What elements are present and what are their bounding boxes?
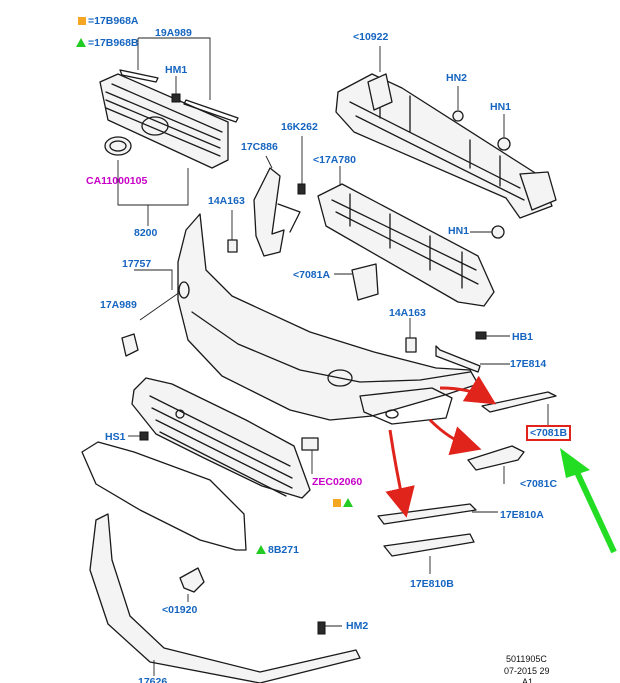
- green-arrow: [560, 448, 617, 554]
- label-8b271: 8B271: [256, 544, 299, 556]
- red-arrow-3: [385, 429, 415, 518]
- label-17626: 17626: [138, 676, 168, 683]
- label-10922: <10922: [353, 31, 389, 43]
- label-hm1: HM1: [165, 64, 188, 76]
- label-ca11000105: CA11000105: [86, 175, 148, 187]
- label-01920: <01920: [162, 604, 198, 616]
- label-17c886: 17C886: [241, 141, 278, 153]
- upper-grille-8200: [99, 69, 239, 169]
- lower-lip-17626: [89, 513, 361, 683]
- label-17a989: 17A989: [100, 299, 137, 311]
- zec02060-symbols: [333, 493, 355, 511]
- label-19a989: 19A989: [155, 27, 192, 39]
- bolt-16k262: [297, 136, 306, 195]
- label-14a163-b: 14A163: [389, 307, 426, 319]
- strip-17e810a: [377, 503, 498, 525]
- clip-hm2: [317, 621, 342, 635]
- drawing-revision: A1: [522, 677, 534, 683]
- grille-insert-7081c: [467, 445, 525, 484]
- triangle-symbol-icon: [256, 545, 266, 554]
- bracket-01920: [179, 567, 205, 602]
- trim-7081b: [481, 391, 557, 426]
- label-17757: 17757: [122, 258, 152, 270]
- sensor-zec02060: [301, 437, 319, 474]
- bracket-17c886: [253, 155, 301, 257]
- label-zec02060: ZEC02060: [312, 476, 363, 488]
- lower-grille: [131, 377, 311, 499]
- clip-hm1: [171, 86, 181, 103]
- label-17e810b: 17E810B: [410, 578, 454, 590]
- connector-14a163-a: [227, 210, 238, 253]
- label-7081c: <7081C: [520, 478, 558, 490]
- red-arrow-2: [428, 418, 482, 456]
- grille-surround: [81, 441, 247, 551]
- label-16k262: 16K262: [281, 121, 318, 133]
- label-17e810a: 17E810A: [500, 509, 544, 521]
- emblem-ca11000105: [104, 136, 132, 156]
- legend-square: =17B968A: [78, 15, 139, 27]
- legend-triangle: =17B968B: [76, 37, 139, 49]
- label-hm2: HM2: [346, 620, 369, 632]
- nuts-hn: [452, 86, 511, 239]
- tow-cap-17a989: [121, 291, 181, 357]
- label-hn1-b: HN1: [448, 225, 470, 237]
- label-8200: 8200: [134, 227, 158, 239]
- label-hn1-a: HN1: [490, 101, 512, 113]
- label-17a780: <17A780: [313, 154, 356, 166]
- bracket-17e814: [435, 345, 510, 373]
- clip-hs1: [128, 431, 149, 441]
- label-17e814: 17E814: [510, 358, 547, 370]
- label-hb1: HB1: [512, 331, 534, 343]
- bolt-hb1: [475, 331, 510, 340]
- label-hn2: HN2: [446, 72, 468, 84]
- label-7081b-highlighted: <7081B: [526, 425, 572, 441]
- connector-14a163-b: [405, 318, 417, 353]
- label-14a163-a: 14A163: [208, 195, 245, 207]
- drawing-date: 07-2015 29: [504, 666, 550, 676]
- strip-17e810b: [383, 533, 475, 574]
- bracket-7081a: [334, 263, 379, 301]
- label-7081a: <7081A: [293, 269, 331, 281]
- energy-absorber-17a780: [317, 166, 495, 307]
- triangle-symbol-icon: [343, 498, 353, 507]
- bumper-beam-10922: [335, 46, 557, 219]
- red-arrow-1: [439, 375, 497, 405]
- label-hs1: HS1: [105, 431, 126, 443]
- square-symbol-icon: [333, 499, 341, 507]
- square-symbol-icon: [78, 17, 86, 25]
- drawing-code: 5011905C: [506, 654, 547, 664]
- triangle-symbol-icon: [76, 38, 86, 47]
